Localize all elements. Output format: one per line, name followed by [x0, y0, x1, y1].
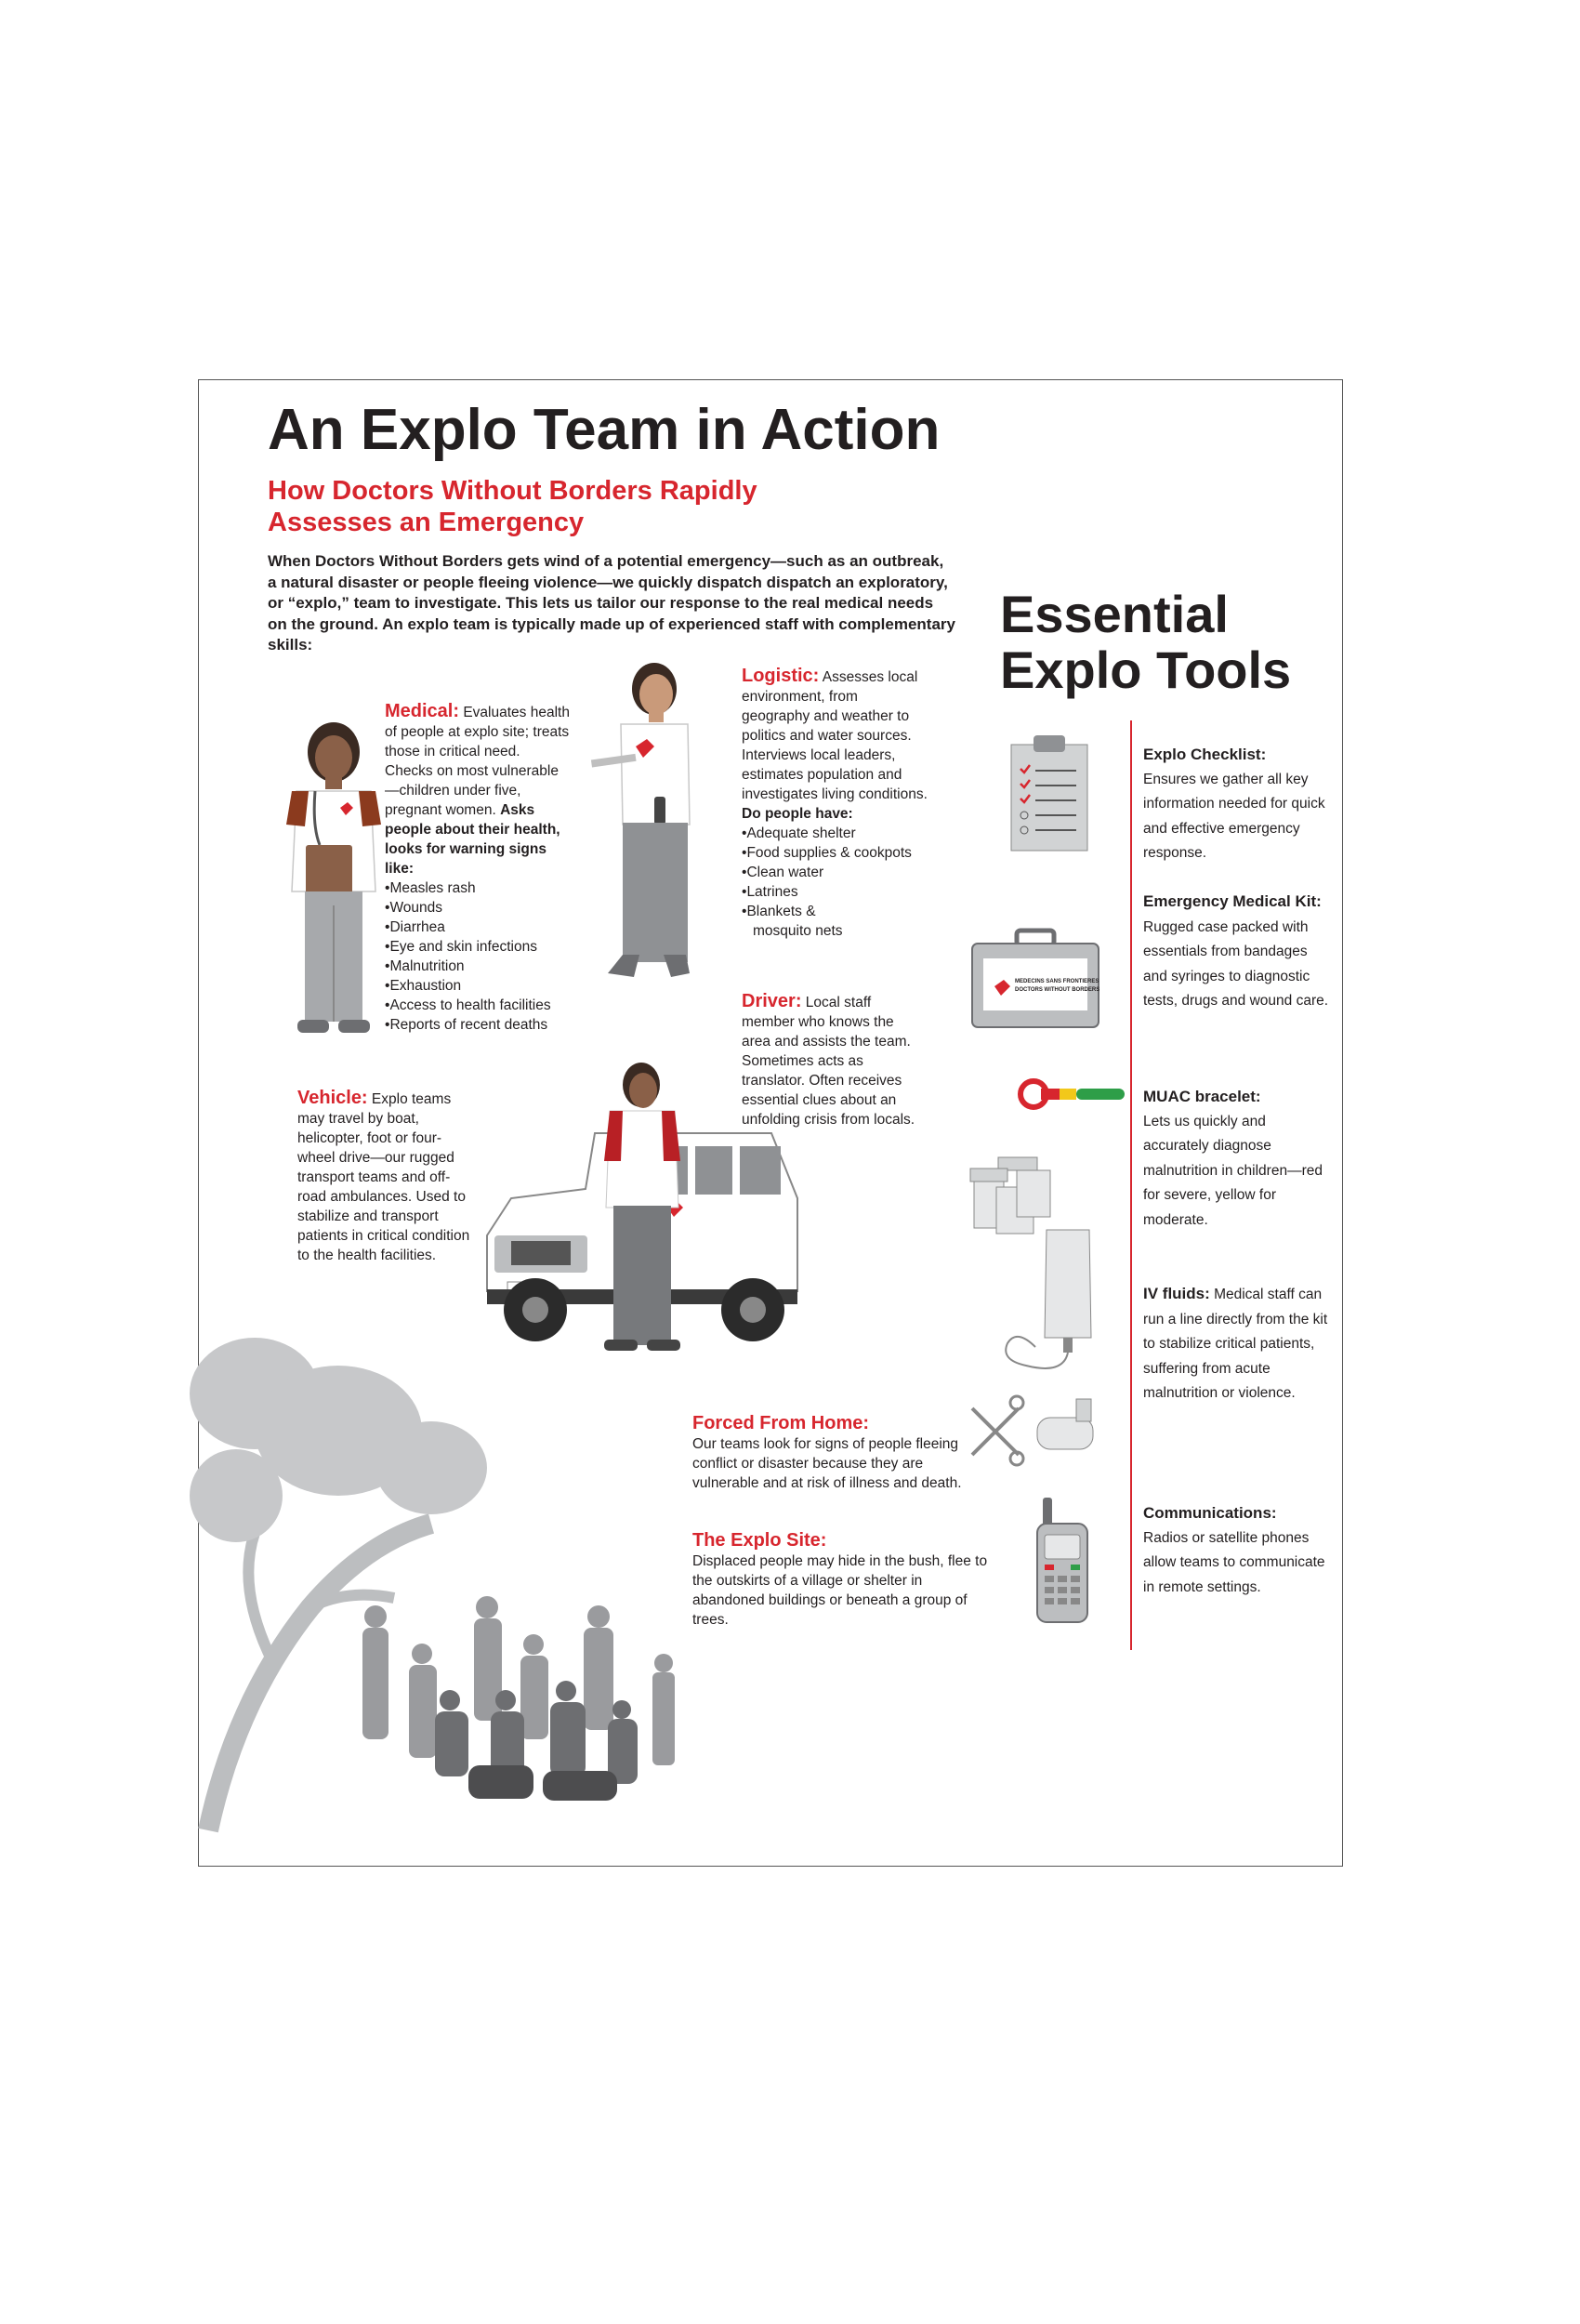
tool-name: MUAC bracelet:	[1143, 1088, 1261, 1105]
driver-block: Driver: Local staff member who knows the…	[742, 992, 918, 1129]
page-title: An Explo Team in Action	[268, 398, 941, 462]
tool-description: Ensures we gather all key information ne…	[1143, 771, 1325, 862]
logistic-heading: Logistic:	[742, 666, 820, 686]
tool-description: Medical staff can run a line directly fr…	[1143, 1287, 1328, 1401]
muac-bracelet-icon	[1018, 1078, 1125, 1110]
tool-description: Radios or satellite phones allow teams t…	[1143, 1529, 1325, 1595]
medicine-bottles-icon	[969, 1156, 1051, 1235]
page-subtitle: How Doctors Without Borders Rapidly Asse…	[268, 476, 757, 537]
radio-phone-icon	[1036, 1498, 1088, 1623]
logistic-block: Logistic: Assesses local environment, fr…	[742, 667, 928, 941]
forced-heading: Forced From Home:	[692, 1413, 870, 1433]
tool-communications: Communications: Radios or satellite phon…	[1143, 1501, 1329, 1600]
medical-kit-icon: MEDECINS SANS FRONTIERES DOCTORS WITHOUT…	[971, 928, 1099, 1028]
vehicle-illustration	[486, 1063, 798, 1351]
tool-description: Lets us quickly and accurately diagnose …	[1143, 1113, 1323, 1228]
logistic-text: Assesses local environment, from geograp…	[742, 669, 928, 802]
forced-from-home-block: Forced From Home: Our teams look for sig…	[692, 1412, 990, 1493]
logistic-staff-illustration	[590, 663, 691, 977]
tool-emergency-medical-kit: Emergency Medical Kit: Rugged case packe…	[1143, 890, 1329, 1014]
medical-staff-illustration	[286, 722, 381, 1033]
tools-divider	[1130, 720, 1132, 1650]
medical-bold: Asks people about their health, looks fo…	[385, 802, 560, 877]
vehicle-text: Explo teams may travel by boat, helicopt…	[297, 1091, 470, 1263]
living-needs-list: Adequate shelter Food supplies & cookpot…	[742, 824, 928, 941]
vehicle-block: Vehicle: Explo teams may travel by boat,…	[297, 1089, 474, 1265]
medical-block: Medical: Evaluates health of people at e…	[385, 702, 571, 1035]
checklist-icon	[1010, 735, 1088, 852]
forced-text: Our teams look for signs of people fleei…	[692, 1436, 962, 1491]
warning-signs-list: Measles rash Wounds Diarrhea Eye and ski…	[385, 878, 571, 1035]
medical-text: Evaluates health of people at explo site…	[385, 705, 570, 818]
list-item: Measles rash	[385, 878, 571, 898]
list-item: Wounds	[385, 898, 571, 918]
tools-title: Essential Explo Tools	[1000, 585, 1292, 699]
driver-heading: Driver:	[742, 991, 802, 1011]
tool-name: IV fluids:	[1143, 1285, 1210, 1302]
list-item: Exhaustion	[385, 976, 571, 996]
explo-site-block: The Explo Site: Displaced people may hid…	[692, 1529, 990, 1630]
list-item: Clean water	[742, 863, 928, 882]
medical-heading: Medical:	[385, 701, 460, 721]
kit-logo-line-1: MEDECINS SANS FRONTIERES	[1015, 979, 1099, 984]
site-heading: The Explo Site:	[692, 1530, 827, 1551]
intro-paragraph: When Doctors Without Borders gets wind o…	[268, 552, 955, 654]
list-item: Eye and skin infections	[385, 937, 571, 957]
kit-logo-line-2: DOCTORS WITHOUT BORDERS	[1015, 987, 1099, 993]
list-item: Food supplies & cookpots	[742, 843, 928, 863]
list-item: Adequate shelter	[742, 824, 928, 843]
tool-name: Communications:	[1143, 1504, 1277, 1522]
tool-explo-checklist: Explo Checklist: Ensures we gather all k…	[1143, 743, 1329, 866]
logistic-bold: Do people have:	[742, 806, 853, 822]
driver-text: Local staff member who knows the area an…	[742, 995, 915, 1128]
tree-and-displaced-people-illustration	[190, 1338, 675, 1833]
tool-name: Explo Checklist:	[1143, 746, 1267, 763]
tool-name: Emergency Medical Kit:	[1143, 892, 1322, 910]
site-text: Displaced people may hide in the bush, f…	[692, 1553, 988, 1628]
tool-description: Rugged case packed with essentials from …	[1143, 918, 1329, 1010]
vehicle-heading: Vehicle:	[297, 1088, 368, 1108]
list-item: Latrines	[742, 882, 928, 902]
list-item: Diarrhea	[385, 918, 571, 937]
iv-fluids-icon	[1005, 1229, 1092, 1369]
list-item: Access to health facilities	[385, 996, 571, 1015]
list-item: Malnutrition	[385, 957, 571, 976]
infographic-frame: An Explo Team in Action How Doctors With…	[190, 379, 1343, 1867]
tool-muac-bracelet: MUAC bracelet: Lets us quickly and accur…	[1143, 1085, 1329, 1233]
tool-iv-fluids: IV fluids: Medical staff can run a line …	[1143, 1282, 1329, 1406]
surgical-tools-icon	[970, 1394, 1094, 1467]
list-item: Reports of recent deaths	[385, 1015, 571, 1035]
list-item: Blankets & mosquito nets	[742, 902, 855, 941]
